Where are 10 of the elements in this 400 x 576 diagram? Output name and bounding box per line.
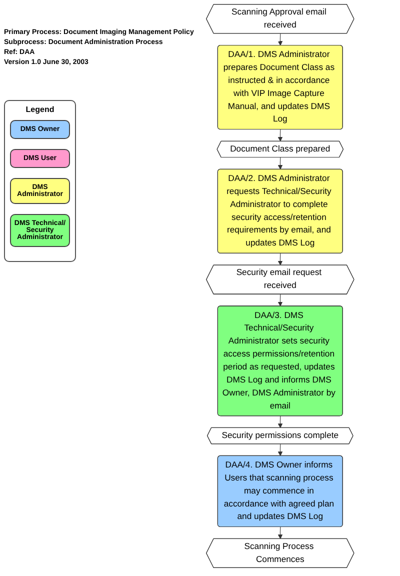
arrow: [278, 294, 282, 306]
arrow: [278, 129, 282, 142]
arrow: [278, 416, 282, 428]
legend-title: Legend: [24, 105, 56, 114]
arrow: [278, 444, 282, 456]
arrow: [278, 253, 282, 266]
arrow: [278, 157, 282, 170]
arrow: [278, 526, 282, 540]
flowchart-drawing: Scanning Approval email received DAA/1. DMS Administrator prepares Document Class as instructed & in accordance with VIP Image Capture Manual, and updates DMS Log Document Class prepared DAA/2. DMS Administrator requests Technical/Security Administrator to complete security access/retention requirements by email, and updates DMS Log Security email request received DAA/3. DMS Technical/Security Administrator sets security access permissions/retention period as requested, updates DMS Log and informs DMS Owner, DMS Administrator by email Security permissions complete DAA/4. DMS Owner informs Users that scanning process may commence in accordance with agreed plan and updates DMS Log Scanning Process Commences: [202, 0, 358, 572]
arrow: [278, 33, 282, 46]
